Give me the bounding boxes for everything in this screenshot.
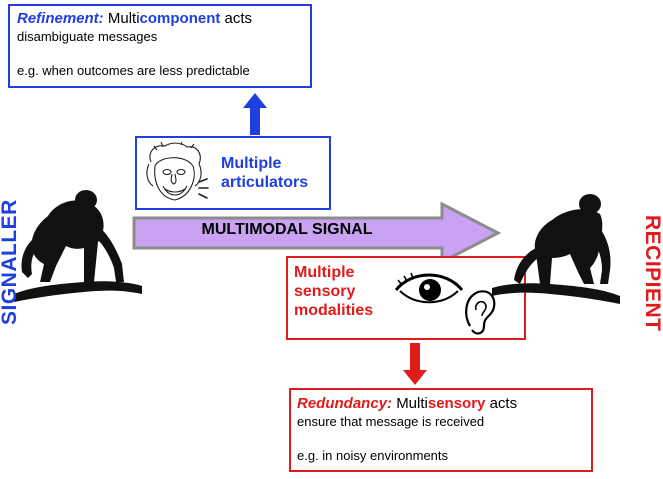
sensory-box: Multiple sensory modalities [286, 256, 526, 340]
refinement-box: Refinement: Multicomponent acts disambig… [8, 4, 312, 88]
refinement-example: e.g. when outcomes are less predictable [17, 63, 250, 78]
redundancy-line2: ensure that message is received [297, 414, 485, 429]
signaller-label: SIGNALLER [0, 199, 21, 325]
multimodal-arrow-shape [132, 201, 502, 265]
redundancy-box: Redundancy: Multisensory acts ensure tha… [289, 388, 593, 472]
ear-icon [465, 290, 496, 335]
refinement-heading: Refinement: Multicomponent acts [17, 10, 310, 28]
articulators-label: Multiple articulators [221, 154, 308, 192]
articulators-line2: articulators [221, 174, 309, 191]
sensory-line2: sensory [294, 283, 356, 300]
articulators-box: Multiple articulators [135, 136, 331, 210]
signaller-orangutan-icon [14, 190, 142, 302]
refinement-line2: disambiguate messages [17, 29, 158, 44]
redundancy-keyword: Redundancy: [297, 395, 393, 412]
refinement-highlight: component [139, 10, 221, 27]
eye-icon [394, 272, 464, 304]
recipient-label: RECIPIENT [641, 215, 663, 332]
articulators-line1: Multiple [221, 155, 282, 172]
red-down-arrow [403, 343, 427, 385]
blue-up-arrow [243, 93, 267, 135]
redundancy-highlight: sensory [427, 395, 486, 412]
sensory-line1: Multiple [294, 264, 355, 281]
sensory-label: Multiple sensory modalities [294, 263, 373, 320]
sensory-line3: modalities [294, 302, 374, 319]
orangutan-face-icon [146, 141, 209, 201]
redundancy-heading: Redundancy: Multisensory acts [297, 395, 591, 413]
refinement-prefix: Multi [107, 10, 140, 27]
redundancy-example: e.g. in noisy environments [297, 448, 449, 463]
refinement-suffix: acts [220, 10, 253, 27]
redundancy-prefix: Multi [396, 395, 428, 412]
multimodal-signal-label: MULTIMODAL SIGNAL [201, 221, 373, 238]
refinement-keyword: Refinement: [17, 10, 104, 27]
redundancy-suffix: acts [485, 395, 518, 412]
recipient-orangutan-icon [492, 194, 620, 304]
